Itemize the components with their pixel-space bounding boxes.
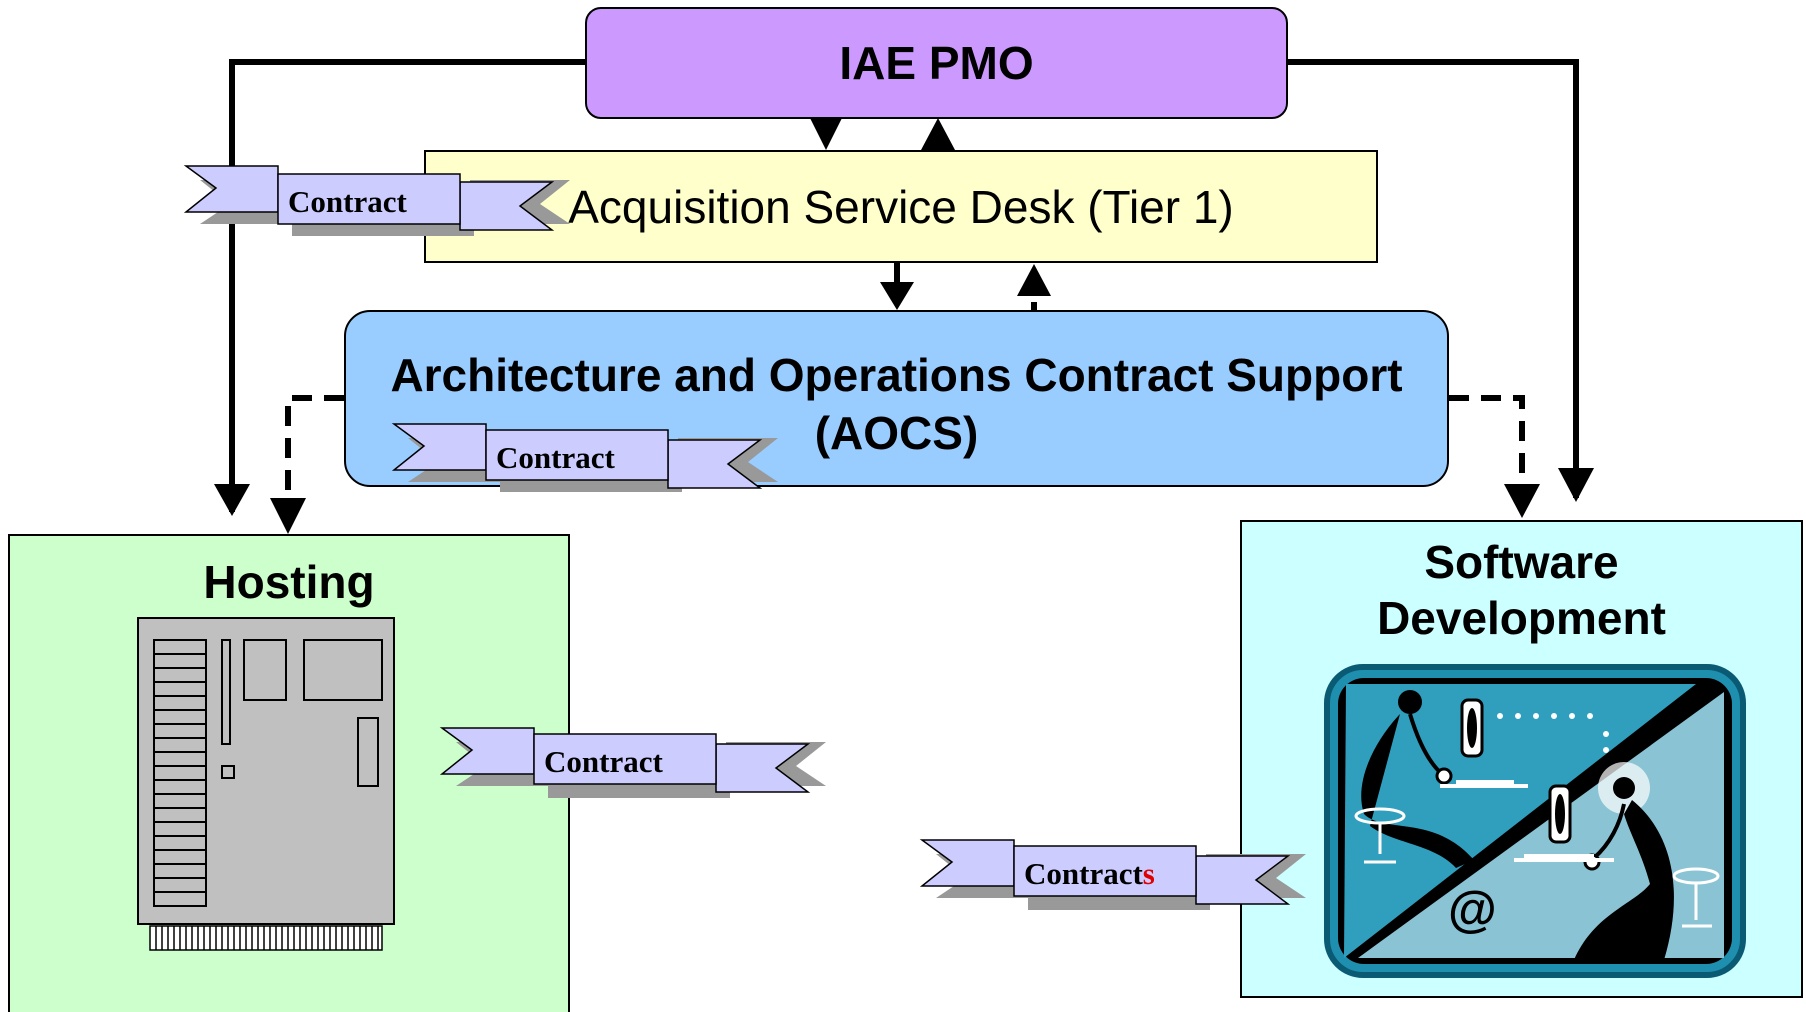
contract-label-service-desk: Contract	[288, 184, 407, 219]
contracts-label-suffix: s	[1142, 856, 1155, 891]
contract-ribbon-software	[919, 839, 1306, 910]
contract-ribbon-aocs	[391, 423, 778, 492]
service-desk-label: Acquisition Service Desk (Tier 1)	[568, 180, 1234, 233]
pmo-to-desk-arrowhead	[809, 116, 843, 150]
pmo-label: IAE PMO	[839, 37, 1034, 89]
pmo-to-hosting-line	[229, 59, 585, 512]
contracts-label-software: Contracts	[1024, 856, 1155, 892]
hosting-node: Hosting	[8, 534, 570, 1012]
aocs-to-software-line	[1449, 395, 1525, 490]
desk-to-aocs-arrowhead	[880, 282, 914, 310]
software-development-node: Software Development	[1240, 520, 1803, 998]
contracts-label-main: Contract	[1024, 856, 1143, 891]
contract-label-aocs: Contract	[496, 440, 615, 475]
aocs-to-hosting-line	[285, 395, 344, 505]
server-board-icon	[137, 617, 395, 951]
aocs-label-line2: (AOCS)	[814, 407, 979, 459]
contract-label-hosting: Contract	[544, 744, 663, 779]
aocs-node: Architecture and Operations Contract Sup…	[344, 310, 1449, 487]
aocs-label-line1: Architecture and Operations Contract Sup…	[390, 349, 1403, 401]
contract-ribbon-service-desk	[183, 165, 570, 236]
software-label-line1: Software	[1424, 536, 1619, 588]
pmo-to-hosting-arrowhead	[214, 484, 250, 516]
service-desk-node: Acquisition Service Desk (Tier 1)	[424, 150, 1378, 263]
hosting-label: Hosting	[203, 556, 375, 608]
desk-to-pmo-arrowhead	[921, 118, 955, 150]
pmo-to-software-line	[1288, 59, 1579, 498]
aocs-to-desk-arrowhead	[1017, 264, 1051, 296]
aocs-to-software-arrowhead	[1504, 484, 1540, 518]
aocs-to-hosting-arrowhead	[270, 498, 306, 534]
contract-ribbon-hosting	[439, 727, 826, 798]
pmo-to-software-arrowhead	[1558, 468, 1594, 502]
software-label-line2: Development	[1377, 592, 1666, 644]
at-symbol: @	[1448, 881, 1497, 937]
pmo-node: IAE PMO	[585, 7, 1288, 119]
developers-at-computers-icon: @	[1324, 664, 1746, 978]
